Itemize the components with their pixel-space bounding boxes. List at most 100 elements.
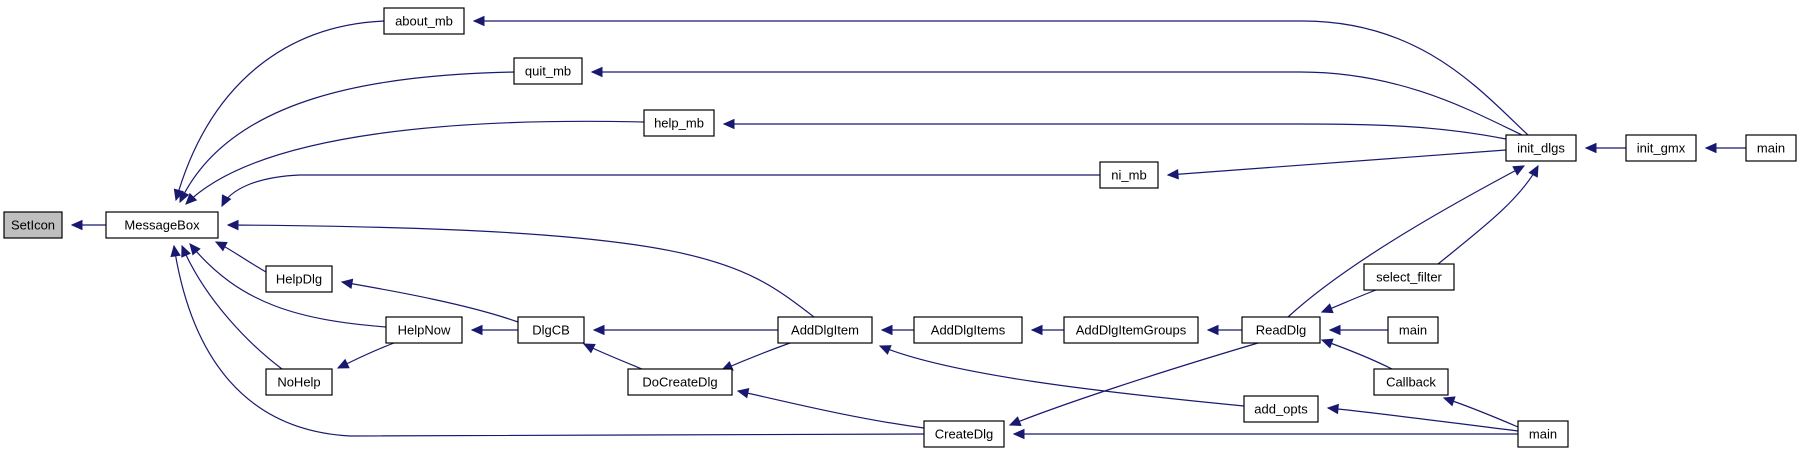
- node-nohelp[interactable]: NoHelp: [265, 368, 333, 396]
- node-box[interactable]: [1373, 368, 1449, 396]
- node-box[interactable]: [517, 316, 585, 344]
- node-ni-mb[interactable]: ni_mb: [1099, 161, 1159, 189]
- edge-ni_mb-to-messagebox: [221, 174, 1100, 208]
- arrowhead-icon: [736, 388, 750, 399]
- arrowhead-icon: [590, 66, 603, 78]
- arrowhead-icon: [878, 345, 892, 355]
- edge-line: [1287, 165, 1525, 318]
- node-main-b[interactable]: main: [1387, 316, 1439, 344]
- edge-line: [189, 243, 387, 328]
- node-box[interactable]: [777, 316, 873, 344]
- edge-line: [724, 123, 1507, 140]
- edge-adddlgitemgroups-to-adddlgitems: [1030, 324, 1064, 336]
- arrowhead-icon: [1584, 142, 1597, 154]
- arrowhead-icon: [1008, 416, 1022, 426]
- node-box[interactable]: [1243, 395, 1319, 423]
- arrowhead-icon: [214, 241, 228, 252]
- edge-line: [879, 345, 1245, 407]
- node-box[interactable]: [1063, 316, 1199, 344]
- node-messagebox[interactable]: MessageBox: [105, 211, 219, 239]
- node-label: HelpDlg: [276, 272, 322, 287]
- edge-line: [721, 342, 791, 371]
- arrowhead-icon: [1512, 165, 1526, 176]
- node-label: help_mb: [654, 116, 704, 131]
- arrowhead-icon: [1328, 324, 1341, 336]
- node-seticon[interactable]: SetIcon: [3, 211, 63, 239]
- edge-line: [592, 71, 1523, 136]
- edge-init_dlgs-to-quit_mb: [590, 66, 1523, 136]
- node-box[interactable]: [627, 368, 733, 396]
- node-box[interactable]: [513, 57, 583, 85]
- node-box[interactable]: [383, 7, 465, 35]
- node-box[interactable]: [643, 109, 715, 137]
- node-adddlgitems[interactable]: AddDlgItems: [913, 316, 1023, 344]
- edge-line: [1167, 149, 1507, 176]
- node-help-mb[interactable]: help_mb: [643, 109, 715, 137]
- node-label: quit_mb: [525, 64, 571, 79]
- node-init-gmx[interactable]: init_gmx: [1625, 134, 1697, 162]
- edge-line: [1009, 342, 1259, 426]
- node-box[interactable]: [1099, 161, 1159, 189]
- node-box[interactable]: [1363, 263, 1455, 291]
- edge-helpdlg-to-messagebox: [214, 241, 267, 273]
- edge-select_filter-to-init_dlgs: [1437, 164, 1539, 265]
- edge-line: [341, 281, 519, 323]
- node-label: ni_mb: [1111, 168, 1146, 183]
- node-label: main: [1529, 427, 1557, 442]
- node-init-dlgs[interactable]: init_dlgs: [1505, 134, 1577, 162]
- node-adddlgitemgroups[interactable]: AddDlgItemGroups: [1063, 316, 1199, 344]
- node-box[interactable]: [1625, 134, 1697, 162]
- arrowhead-icon: [722, 118, 735, 130]
- node-box[interactable]: [1505, 134, 1577, 162]
- node-adddlgitem[interactable]: AddDlgItem: [777, 316, 873, 344]
- arrowhead-icon: [336, 358, 350, 369]
- edge-init_gmx-to-init_dlgs: [1584, 142, 1626, 154]
- node-readdlg[interactable]: ReadDlg: [1241, 316, 1321, 344]
- node-label: MessageBox: [124, 218, 200, 233]
- edge-callback-to-readdlg: [1320, 338, 1393, 370]
- node-quit-mb[interactable]: quit_mb: [513, 57, 583, 85]
- node-box[interactable]: [923, 420, 1005, 448]
- node-box[interactable]: [265, 368, 333, 396]
- edge-createdlg-to-messagebox: [170, 244, 925, 437]
- node-about-mb[interactable]: about_mb: [383, 7, 465, 35]
- edge-line: [737, 390, 925, 429]
- edge-readdlg-to-createdlg: [1008, 342, 1259, 426]
- arrowhead-icon: [1320, 338, 1334, 349]
- node-box[interactable]: [105, 211, 219, 239]
- node-box[interactable]: [913, 316, 1023, 344]
- node-main-a[interactable]: main: [1745, 134, 1797, 162]
- node-docreatedlg[interactable]: DoCreateDlg: [627, 368, 733, 396]
- node-dlgcb[interactable]: DlgCB: [517, 316, 585, 344]
- node-helpdlg[interactable]: HelpDlg: [265, 265, 333, 293]
- edge-adddlgitem-to-docreatedlg: [720, 342, 791, 371]
- edge-quit_mb-to-messagebox: [179, 71, 515, 204]
- node-box[interactable]: [1745, 134, 1797, 162]
- arrowhead-icon: [179, 190, 190, 204]
- node-add-opts[interactable]: add_opts: [1243, 395, 1319, 423]
- edge-readdlg-to-init_dlgs: [1287, 165, 1526, 318]
- node-createdlg[interactable]: CreateDlg: [923, 420, 1005, 448]
- arrowhead-icon: [181, 244, 191, 258]
- edge-adddlgitem-to-messagebox: [226, 219, 815, 318]
- node-callback[interactable]: Callback: [1373, 368, 1449, 396]
- node-box[interactable]: [265, 265, 333, 293]
- arrowhead-icon: [1206, 324, 1219, 336]
- node-box[interactable]: [1241, 316, 1321, 344]
- edge-init_dlgs-to-ni_mb: [1166, 149, 1507, 180]
- node-box[interactable]: [1387, 316, 1439, 344]
- node-helpnow[interactable]: HelpNow: [385, 316, 463, 344]
- edge-nohelp-to-messagebox: [181, 244, 283, 370]
- node-label: select_filter: [1376, 270, 1442, 285]
- arrowhead-icon: [1704, 142, 1717, 154]
- node-box[interactable]: [3, 211, 63, 239]
- edge-line: [1321, 339, 1393, 370]
- node-label: init_gmx: [1637, 141, 1686, 156]
- edge-line: [181, 245, 283, 370]
- node-select-filter[interactable]: select_filter: [1363, 263, 1455, 291]
- node-box[interactable]: [385, 316, 463, 344]
- node-main-c[interactable]: main: [1517, 420, 1569, 448]
- node-box[interactable]: [1517, 420, 1569, 448]
- arrowhead-icon: [592, 324, 605, 336]
- edge-dlgcb-to-helpdlg: [340, 278, 519, 323]
